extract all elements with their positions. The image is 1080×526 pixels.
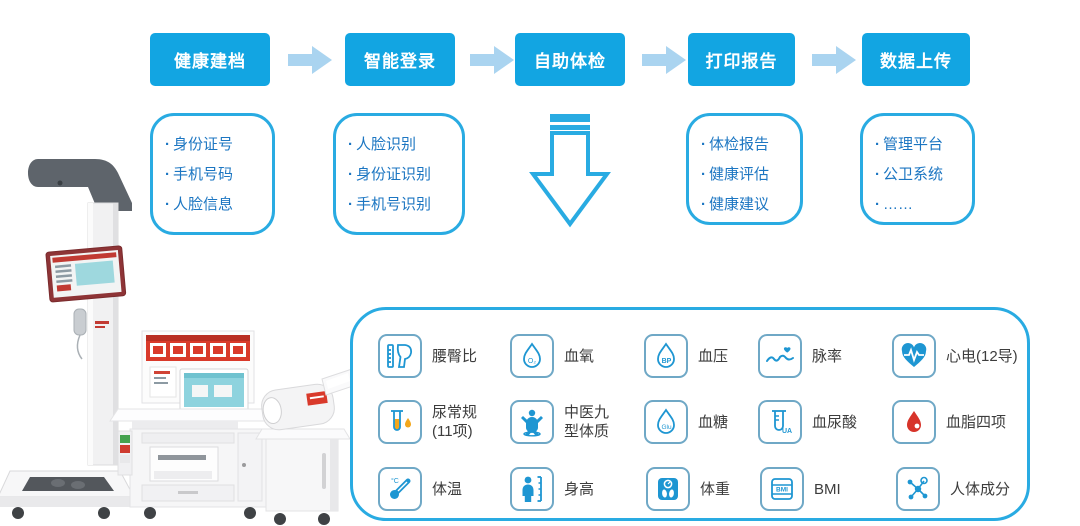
- checkup-item-label: 血压: [698, 347, 729, 365]
- flow-step-title: 自助体检: [534, 52, 606, 71]
- checkup-item-label: 身高: [564, 480, 595, 498]
- uric-acid-icon: UA: [758, 400, 802, 444]
- bullet-item: 身份证号: [165, 130, 262, 160]
- blood-oxygen-icon: O₂: [510, 334, 554, 378]
- detail-box-print-report: 体检报告 健康评估 健康建议: [686, 113, 803, 225]
- checkup-item-bmi: BMI BMI: [760, 467, 841, 511]
- checkup-item-blood-glucose: Glu 血糖: [644, 400, 728, 444]
- bullet-item: 身份证识别: [348, 160, 452, 190]
- svg-text:BP: BP: [662, 358, 672, 365]
- flow-step-title: 健康建档: [174, 52, 246, 71]
- checkup-item-uric-acid: UA 血尿酸: [758, 400, 857, 444]
- checkup-item-label: 血氧: [564, 347, 595, 365]
- checkup-items-panel: 腰臀比 O₂ 血氧 BP 血压: [350, 307, 1030, 521]
- blood-glucose-icon: Glu: [644, 400, 688, 444]
- flow-step-title: 智能登录: [364, 52, 436, 71]
- checkup-item-label: 脉率: [812, 347, 843, 365]
- checkup-item-label: 体温: [432, 480, 463, 498]
- checkup-item-label: 血尿酸: [812, 413, 858, 431]
- waist-hip-ratio-icon: [378, 334, 422, 378]
- kiosk-blood-pressure-unit: [261, 383, 335, 431]
- right-arrow-icon: [288, 46, 332, 74]
- kiosk-height-arm: [28, 159, 132, 211]
- checkup-item-label: 尿常规 (11项): [432, 404, 478, 440]
- ecg-12-lead-icon: [892, 334, 936, 378]
- blood-lipids-icon: [892, 400, 936, 444]
- checkup-item-label: 心电(12导): [946, 347, 1018, 365]
- flow-step-print-report: 打印报告: [688, 33, 795, 86]
- checkup-item-label: 人体成分: [950, 480, 1011, 498]
- bmi-icon: BMI: [760, 467, 804, 511]
- down-arrow-icon: [529, 114, 611, 228]
- bullet-item: 健康评估: [701, 160, 790, 190]
- checkup-item-waist-hip: 腰臀比: [378, 334, 477, 378]
- checkup-item-blood-pressure: BP 血压: [644, 334, 728, 378]
- checkup-item-label: 血糖: [698, 413, 729, 431]
- flow-step-smart-login: 智能登录: [345, 33, 455, 86]
- bullet-item: 体检报告: [701, 130, 790, 160]
- svg-text:O₂: O₂: [528, 358, 536, 365]
- flow-step-self-checkup: 自助体检: [515, 33, 625, 86]
- urine-routine-icon: [378, 400, 422, 444]
- bullet-item: 手机号识别: [348, 190, 452, 220]
- svg-text:BMI: BMI: [776, 487, 788, 494]
- pulse-rate-icon: [758, 334, 802, 378]
- checkup-item-tcm-constitution: 中医九 型体质: [510, 400, 609, 444]
- checkup-item-body-temperature: °C 体温: [378, 467, 462, 511]
- body-composition-icon: [896, 467, 940, 511]
- kiosk-upper-display: [45, 245, 127, 303]
- svg-text:Glu: Glu: [661, 424, 672, 431]
- svg-text:UA: UA: [782, 428, 792, 435]
- checkup-item-pulse-rate: 脉率: [758, 334, 842, 378]
- bullet-item: 健康建议: [701, 190, 790, 220]
- checkup-item-label: 腰臀比: [432, 347, 478, 365]
- checkup-item-height: 身高: [510, 467, 594, 511]
- right-arrow-icon: [812, 46, 856, 74]
- flow-step-health-record: 健康建档: [150, 33, 270, 86]
- svg-text:°C: °C: [391, 477, 399, 485]
- body-temperature-icon: °C: [378, 467, 422, 511]
- bullet-item: 手机号码: [165, 160, 262, 190]
- checkup-item-label: BMI: [814, 480, 841, 498]
- checkup-item-label: 血脂四项: [946, 413, 1007, 431]
- tcm-constitution-icon: [510, 400, 554, 444]
- flow-step-data-upload: 数据上传: [862, 33, 970, 86]
- checkup-item-body-composition: 人体成分: [896, 467, 1010, 511]
- bullet-item: 公卫系统: [875, 160, 962, 190]
- bullet-item: 人脸识别: [348, 130, 452, 160]
- right-arrow-icon: [470, 46, 514, 74]
- flow-step-title: 数据上传: [880, 52, 952, 71]
- bullet-item: ……: [875, 190, 962, 220]
- checkup-item-ecg: 心电(12导): [892, 334, 1018, 378]
- checkup-item-blood-oxygen: O₂ 血氧: [510, 334, 594, 378]
- flow-step-title: 打印报告: [705, 52, 778, 71]
- weight-icon: [646, 467, 690, 511]
- checkup-item-blood-lipids: 血脂四项: [892, 400, 1006, 444]
- detail-box-health-record: 身份证号 手机号码 人脸信息: [150, 113, 275, 235]
- checkup-item-label: 中医九 型体质: [564, 404, 610, 440]
- blood-pressure-icon: BP: [644, 334, 688, 378]
- bullet-item: 管理平台: [875, 130, 962, 160]
- bullet-item: 人脸信息: [165, 190, 262, 220]
- health-kiosk-illustration: [0, 159, 350, 525]
- checkup-item-urine-routine: 尿常规 (11项): [378, 400, 477, 444]
- detail-box-data-upload: 管理平台 公卫系统 ……: [860, 113, 975, 225]
- checkup-item-weight: 体重: [646, 467, 730, 511]
- right-arrow-icon: [642, 46, 686, 74]
- checkup-item-label: 体重: [700, 480, 731, 498]
- height-icon: [510, 467, 554, 511]
- detail-box-smart-login: 人脸识别 身份证识别 手机号识别: [333, 113, 465, 235]
